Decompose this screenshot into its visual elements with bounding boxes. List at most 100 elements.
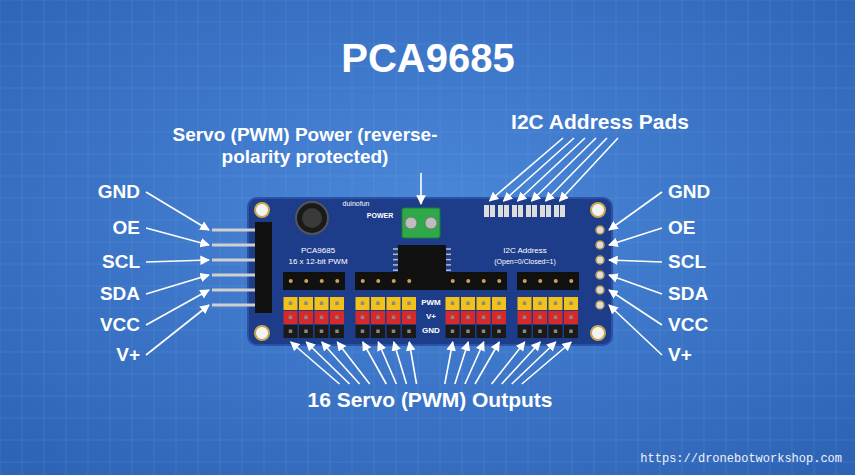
- servo-pin-tip: [523, 316, 527, 320]
- leader-line: [146, 260, 209, 262]
- grid-line: [22, 0, 23, 475]
- header-row: [517, 272, 579, 290]
- leader-line: [337, 342, 369, 384]
- watermark: https://dronebotworkshop.com: [640, 453, 842, 467]
- header-row-pin: [320, 279, 324, 283]
- servo-pin-ground: [518, 325, 532, 338]
- address-pad: [554, 205, 559, 217]
- servo-pin-tip: [361, 316, 365, 320]
- chip-pin: [446, 254, 451, 256]
- address-pad: [518, 205, 523, 217]
- servo-pin-ground: [477, 325, 491, 338]
- servo-pin-signal: [356, 297, 370, 310]
- leader-line: [146, 305, 209, 355]
- grid-line: [0, 374, 855, 375]
- grid-line: [176, 0, 177, 475]
- servo-pin-signal: [402, 297, 416, 310]
- header-row: [355, 272, 417, 290]
- grid-line: [0, 110, 855, 111]
- header-hole: [596, 256, 604, 264]
- servo-pin-power: [477, 311, 491, 324]
- servo-pin-tip: [407, 330, 411, 334]
- servo-pin-signal: [564, 297, 578, 310]
- servo-pin-tip: [569, 316, 573, 320]
- servo-pin-tip: [497, 302, 501, 306]
- servo-pin-power: [330, 311, 344, 324]
- servo-pin-tip: [304, 316, 308, 320]
- header-pin: [212, 289, 262, 292]
- address-pad: [490, 205, 495, 217]
- servo-pin-tip: [304, 330, 308, 334]
- servo-pin-tip: [482, 302, 486, 306]
- header-row-pin: [538, 279, 542, 283]
- silkscreen-text: V+: [426, 312, 436, 321]
- servo-pin-tip: [554, 316, 558, 320]
- address-pad: [546, 205, 551, 217]
- header-pin: [212, 244, 262, 247]
- callout-text: 16 Servo (PWM) Outputs: [307, 388, 552, 412]
- grid-line: [242, 0, 243, 475]
- pin-name: SCL: [102, 251, 140, 273]
- chip-pin: [393, 259, 398, 261]
- servo-pin-tip: [466, 330, 470, 334]
- servo-pin-tip: [392, 330, 396, 334]
- terminal-screw: [405, 217, 417, 229]
- header-row-pin: [361, 279, 365, 283]
- callout-text: I2C Address Pads: [511, 110, 689, 134]
- address-pad: [540, 205, 545, 217]
- header-row-pin: [523, 279, 527, 283]
- servo-pin-power: [356, 311, 370, 324]
- header-row-pin: [466, 279, 470, 283]
- servo-pin-tip: [569, 330, 573, 334]
- header-row-pin: [392, 279, 396, 283]
- servo-pin-tip: [289, 330, 293, 334]
- servo-pin-ground: [533, 325, 547, 338]
- header-hole: [596, 241, 604, 249]
- servo-pin-ground: [402, 325, 416, 338]
- pin-name: SDA: [100, 283, 140, 305]
- servo-pin-signal: [284, 297, 298, 310]
- header-pin: [212, 304, 262, 307]
- servo-pin-signal: [299, 297, 313, 310]
- header-hole: [596, 226, 604, 234]
- servo-pin-ground: [461, 325, 475, 338]
- pin-name: V+: [116, 344, 140, 366]
- servo-pin-tip: [289, 316, 293, 320]
- servo-pin-ground: [564, 325, 578, 338]
- servo-pin-tip: [289, 302, 293, 306]
- leader-line: [146, 228, 209, 245]
- leader-line: [560, 138, 619, 201]
- title: PCA9685: [341, 35, 514, 81]
- capacitor: [296, 202, 328, 234]
- servo-pin-tip: [376, 316, 380, 320]
- servo-pin-tip: [466, 302, 470, 306]
- silkscreen-text: (Open=0/Closed=1): [494, 258, 555, 266]
- grid-line: [66, 0, 67, 475]
- grid-line: [638, 0, 639, 475]
- servo-pin-tip: [361, 302, 365, 306]
- chip-pin: [446, 259, 451, 261]
- leader-lines: [146, 138, 662, 384]
- pcb-board: [248, 198, 612, 345]
- servo-pin-tip: [554, 330, 558, 334]
- servo-pin-ground: [387, 325, 401, 338]
- chip-pin: [393, 248, 398, 250]
- address-pad: [526, 205, 531, 217]
- servo-pin-tip: [451, 330, 455, 334]
- servo-pin-tip: [482, 330, 486, 334]
- servo-pin-signal: [549, 297, 563, 310]
- chip-pin: [393, 254, 398, 256]
- header-pin: [212, 274, 262, 277]
- grid-line: [616, 0, 617, 475]
- servo-pin-power: [371, 311, 385, 324]
- chip-pin: [446, 269, 451, 271]
- servo-pin-ground: [492, 325, 506, 338]
- grid-line: [0, 0, 1, 475]
- servo-pin-signal: [371, 297, 385, 310]
- silkscreen-text: POWER: [367, 212, 393, 220]
- leader-line: [609, 192, 662, 230]
- leader-line: [609, 260, 662, 262]
- servo-pin-power: [461, 311, 475, 324]
- servo-pin-power: [299, 311, 313, 324]
